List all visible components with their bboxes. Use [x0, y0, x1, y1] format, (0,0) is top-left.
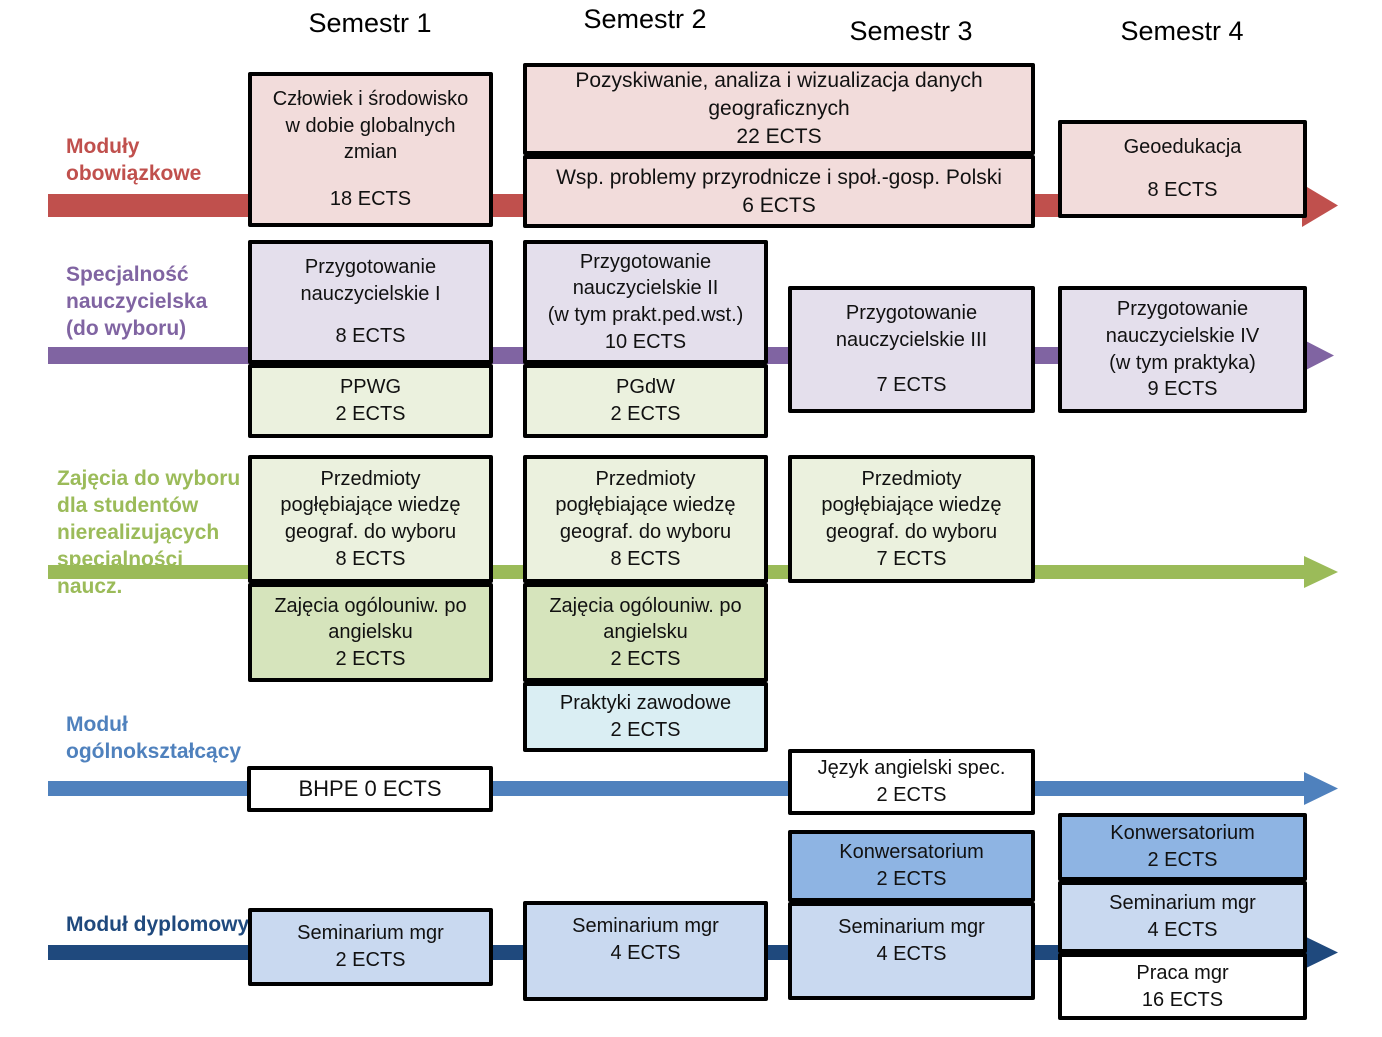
box-seminarium-mgr-s1: Seminarium mgr 2 ECTS: [248, 908, 493, 986]
course-ects: 2 ECTS: [876, 868, 947, 890]
course-ects: 8 ECTS: [1147, 179, 1218, 202]
course-title: Przygotowanie nauczycielskie I: [300, 256, 441, 305]
course-ects: 8 ECTS: [335, 325, 406, 348]
course-ects: 4 ECTS: [1147, 919, 1218, 941]
arrow-modul-ogolnoksztalcacy: [48, 781, 1304, 796]
course-title: Wsp. problemy przyrodnicze i społ.-gosp.…: [556, 165, 1002, 189]
box-wsp-problemy: Wsp. problemy przyrodnicze i społ.-gosp.…: [523, 155, 1035, 228]
course-title: Seminarium mgr: [297, 922, 444, 945]
course-title: PPWG: [339, 376, 402, 399]
course-title: BHPE 0 ECTS: [298, 776, 442, 802]
header-semestr-2: Semestr 2: [583, 4, 707, 34]
box-przygotowanie-naucz-1: Przygotowanie nauczycielskie I 8 ECTS: [248, 240, 493, 364]
box-praca-mgr: Praca mgr 16 ECTS: [1058, 953, 1307, 1020]
course-title: Przygotowanie nauczycielskie IV (w tym p…: [1105, 298, 1260, 374]
box-konwersatorium-s3: Konwersatorium 2 ECTS: [788, 830, 1035, 902]
box-pgdw: PGdW 2 ECTS: [523, 364, 768, 438]
box-przygotowanie-naucz-3: Przygotowanie nauczycielskie III 7 ECTS: [788, 286, 1035, 413]
header-semestr-1: Semestr 1: [308, 8, 432, 38]
course-ects: 22 ECTS: [736, 124, 822, 148]
course-ects: 2 ECTS: [876, 784, 947, 806]
box-przygotowanie-naucz-2: Przygotowanie nauczycielskie II (w tym p…: [523, 240, 768, 364]
course-ects: 4 ECTS: [876, 942, 947, 965]
course-ects: 16 ECTS: [1141, 988, 1224, 1011]
course-ects: 6 ECTS: [742, 193, 816, 217]
box-przedmioty-poglebiajace-s1: Przedmioty pogłębiające wiedzę geograf. …: [248, 455, 493, 583]
course-title: Przygotowanie nauczycielskie III: [835, 302, 988, 351]
course-title: Seminarium mgr: [838, 916, 985, 938]
course-title: Seminarium mgr: [572, 915, 719, 937]
label-modul-ogolnoksztalcacy: Moduł ogólnokształcący: [66, 713, 242, 763]
course-title: Konwersatorium: [839, 841, 984, 864]
course-ects: 8 ECTS: [335, 547, 406, 570]
course-ects: 2 ECTS: [335, 949, 406, 971]
course-ects: 2 ECTS: [1147, 849, 1218, 871]
box-przygotowanie-naucz-4: Przygotowanie nauczycielskie IV (w tym p…: [1058, 286, 1307, 413]
course-title: Zajęcia ogólouniw. po angielsku: [274, 594, 467, 644]
course-ects: 9 ECTS: [1147, 378, 1218, 401]
box-przedmioty-poglebiajace-s3: Przedmioty pogłębiające wiedzę geograf. …: [788, 455, 1035, 583]
box-seminarium-mgr-s3: Seminarium mgr 4 ECTS: [788, 902, 1035, 1000]
box-konwersatorium-s4: Konwersatorium 2 ECTS: [1058, 813, 1307, 881]
header-semestr-3: Semestr 3: [849, 16, 973, 46]
course-title: Przygotowanie nauczycielskie II (w tym p…: [547, 250, 744, 326]
course-title: Pozyskiwanie, analiza i wizualizacja dan…: [575, 69, 983, 121]
label-modul-dyplomowy: Moduł dyplomowy: [66, 913, 250, 936]
box-bhpe: BHPE 0 ECTS: [247, 766, 493, 812]
course-ects: 2 ECTS: [610, 719, 681, 741]
course-ects: 8 ECTS: [610, 547, 681, 570]
box-przedmioty-poglebiajace-s2: Przedmioty pogłębiające wiedzę geograf. …: [523, 455, 768, 583]
course-ects: 7 ECTS: [876, 547, 947, 570]
header-semestr-4: Semestr 4: [1120, 16, 1244, 46]
course-ects: 2 ECTS: [335, 647, 406, 670]
course-title: PGdW: [616, 376, 675, 399]
box-czlowiek-i-srodowisko: Człowiek i środowisko w dobie globalnych…: [248, 72, 493, 227]
course-ects: 18 ECTS: [329, 188, 412, 211]
label-moduly-obowiazkowe: Moduły obowiązkowe: [66, 135, 202, 185]
box-zajecia-ogolouniw-s2: Zajęcia ogólouniw. po angielsku 2 ECTS: [523, 583, 768, 682]
label-specjalnosc-naucz: Specjalność nauczycielska (do wyboru): [66, 263, 208, 340]
box-ppwg: PPWG 2 ECTS: [248, 364, 493, 438]
box-seminarium-mgr-s2: Seminarium mgr 4 ECTS: [523, 901, 768, 1001]
arrowhead-modul-ogolnoksztalcacy: [1304, 772, 1338, 805]
box-seminarium-mgr-s4: Seminarium mgr 4 ECTS: [1058, 881, 1307, 953]
course-ects: 4 ECTS: [610, 941, 681, 964]
course-ects: 2 ECTS: [610, 403, 681, 425]
course-title: Konwersatorium: [1110, 822, 1255, 845]
arrowhead-moduly-obowiazkowe: [1302, 184, 1338, 227]
arrowhead-modul-dyplomowy: [1304, 936, 1338, 969]
course-title: Seminarium mgr: [1109, 892, 1256, 915]
box-geoedukacja: Geoedukacja 8 ECTS: [1058, 120, 1307, 218]
course-title: Człowiek i środowisko w dobie globalnych…: [272, 88, 469, 164]
box-praktyki-zawodowe: Praktyki zawodowe 2 ECTS: [523, 682, 768, 752]
course-title: Przedmioty pogłębiające wiedzę geograf. …: [280, 467, 461, 543]
course-ects: 7 ECTS: [876, 374, 947, 397]
course-title: Praktyki zawodowe: [559, 692, 732, 715]
arrowhead-zajecia-do-wyboru: [1304, 556, 1338, 588]
course-title: Praca mgr: [1136, 961, 1229, 984]
course-ects: 10 ECTS: [604, 330, 687, 353]
box-zajecia-ogolouniw-s1: Zajęcia ogólouniw. po angielsku 2 ECTS: [248, 583, 493, 682]
box-jezyk-angielski-spec: Język angielski spec. 2 ECTS: [788, 749, 1035, 815]
course-title: Geoedukacja: [1123, 136, 1242, 158]
course-ects: 2 ECTS: [610, 647, 681, 670]
box-pozyskiwanie-analiza: Pozyskiwanie, analiza i wizualizacja dan…: [523, 63, 1035, 155]
course-ects: 2 ECTS: [335, 403, 406, 425]
course-title: Zajęcia ogólouniw. po angielsku: [549, 594, 742, 644]
course-title: Język angielski spec.: [817, 757, 1006, 780]
label-zajecia-do-wyboru: Zajęcia do wyboru dla studentów niereali…: [57, 467, 241, 598]
course-title: Przedmioty pogłębiające wiedzę geograf. …: [555, 467, 736, 543]
course-title: Przedmioty pogłębiające wiedzę geograf. …: [821, 467, 1002, 543]
